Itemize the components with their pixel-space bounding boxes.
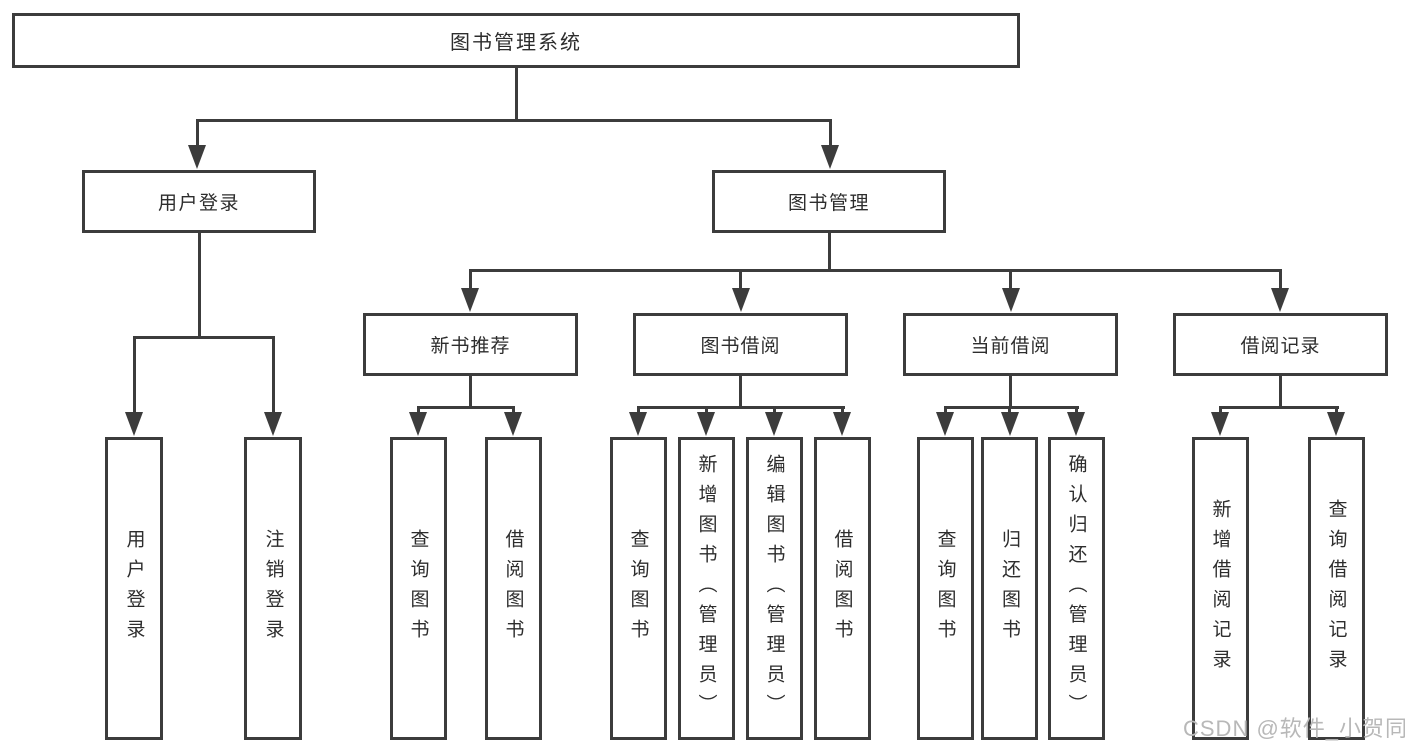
leaf-br-query-record: 查询借阅记录 bbox=[1307, 437, 1365, 740]
connector-new-book-stem bbox=[469, 376, 472, 408]
connector-drop-new-book-recommend bbox=[468, 268, 472, 293]
leaf-cb-return-books: 归还图书 bbox=[981, 437, 1038, 740]
node-book-borrowing: 图书借阅 bbox=[633, 313, 848, 376]
arrowhead-current-borrowing bbox=[1001, 288, 1020, 312]
leaf-bb-borrow-books: 借阅图书 bbox=[813, 437, 871, 740]
arrowhead-borrowing-records bbox=[1271, 288, 1289, 312]
connector-drop-current-borrowing bbox=[1009, 268, 1012, 293]
node-label: 图书管理系统 bbox=[450, 32, 582, 54]
leaf-label: 注销登录 bbox=[262, 528, 284, 649]
connector-level2-horizontal bbox=[468, 268, 1282, 272]
node-book-management: 图书管理 bbox=[712, 170, 946, 233]
leaf-bb-add-books-admin: 新增图书（管理员） bbox=[677, 437, 735, 740]
connector-drop-br-query bbox=[1334, 405, 1338, 415]
arrowhead-cb-confirm bbox=[1067, 412, 1085, 436]
connector-drop-leaf-user-login bbox=[132, 335, 136, 415]
leaf-label: 查询借阅记录 bbox=[1325, 498, 1347, 679]
arrowhead-nb-query bbox=[409, 412, 427, 436]
leaf-cb-confirm-return-admin: 确认归还（管理员） bbox=[1047, 437, 1105, 740]
leaf-user-login: 用户登录 bbox=[105, 437, 163, 740]
leaf-label: 新增图书（管理员） bbox=[695, 453, 717, 724]
node-label: 借阅记录 bbox=[1240, 336, 1321, 357]
connector-records-horizontal bbox=[1218, 405, 1339, 409]
connector-drop-bb-add bbox=[704, 405, 708, 415]
connector-user-login-stem bbox=[197, 233, 201, 337]
connector-drop-borrowing-records bbox=[1278, 268, 1282, 293]
connector-drop-bb-query bbox=[636, 405, 640, 415]
connector-current-horizontal bbox=[943, 405, 1079, 409]
node-label: 当前借阅 bbox=[970, 336, 1051, 357]
leaf-cb-query-books: 查询图书 bbox=[916, 437, 974, 740]
arrowhead-bb-add bbox=[697, 412, 715, 436]
leaf-label: 新增借阅记录 bbox=[1209, 498, 1231, 679]
node-label: 图书管理 bbox=[787, 193, 870, 214]
leaf-bb-query-books: 查询图书 bbox=[609, 437, 667, 740]
arrowhead-book-borrowing bbox=[731, 288, 750, 312]
connector-drop-book-management bbox=[828, 118, 832, 151]
leaf-bb-edit-books-admin: 编辑图书（管理员） bbox=[745, 437, 803, 740]
arrowhead-user-login bbox=[188, 145, 206, 169]
connector-user-login-horizontal bbox=[132, 335, 275, 339]
arrowhead-cb-return bbox=[1000, 412, 1019, 436]
leaf-logout-login: 注销登录 bbox=[244, 437, 302, 740]
leaf-label: 查询图书 bbox=[627, 528, 649, 649]
leaf-label: 查询图书 bbox=[934, 528, 956, 649]
arrowhead-bb-edit bbox=[765, 412, 783, 436]
node-label: 图书借阅 bbox=[700, 336, 781, 357]
leaf-label: 确认归还（管理员） bbox=[1065, 453, 1087, 724]
leaf-nb-borrow-books: 借阅图书 bbox=[484, 437, 542, 740]
connector-records-stem bbox=[1279, 376, 1282, 408]
arrowhead-nb-borrow bbox=[504, 412, 522, 436]
arrowhead-book-management bbox=[821, 145, 839, 169]
node-library-management-system: 图书管理系统 bbox=[12, 13, 1020, 68]
arrowhead-bb-query bbox=[629, 412, 647, 436]
connector-root-stem bbox=[514, 68, 518, 120]
connector-borrowing-horizontal bbox=[636, 405, 845, 409]
connector-drop-bb-borrow bbox=[840, 405, 844, 415]
leaf-nb-query-books: 查询图书 bbox=[389, 437, 447, 740]
connector-new-book-horizontal bbox=[416, 405, 515, 409]
connector-drop-user-login bbox=[195, 118, 199, 151]
connector-drop-cb-query bbox=[943, 405, 947, 415]
node-label: 用户登录 bbox=[157, 193, 240, 214]
arrowhead-br-add bbox=[1211, 412, 1229, 436]
connector-book-management-stem bbox=[827, 233, 831, 270]
arrowhead-br-query bbox=[1327, 412, 1345, 436]
arrowhead-bb-borrow bbox=[833, 412, 851, 436]
leaf-label: 编辑图书（管理员） bbox=[763, 453, 785, 724]
csdn-watermark: CSDN @软件_小贺同学 bbox=[1183, 716, 1405, 741]
leaf-label: 借阅图书 bbox=[502, 528, 524, 649]
connector-current-stem bbox=[1009, 376, 1012, 408]
leaf-label: 查询图书 bbox=[407, 528, 429, 649]
connector-drop-cb-return bbox=[1008, 405, 1011, 415]
node-user-login: 用户登录 bbox=[82, 170, 316, 233]
arrowhead-new-book-recommend bbox=[461, 288, 479, 312]
node-current-borrowing: 当前借阅 bbox=[903, 313, 1118, 376]
arrowhead-leaf-logout bbox=[264, 412, 282, 436]
node-borrowing-records: 借阅记录 bbox=[1173, 313, 1388, 376]
connector-drop-leaf-logout bbox=[271, 335, 275, 415]
connector-drop-cb-confirm bbox=[1074, 405, 1078, 415]
leaf-br-add-record: 新增借阅记录 bbox=[1191, 437, 1249, 740]
connector-drop-bb-edit bbox=[772, 405, 776, 415]
connector-drop-book-borrowing bbox=[739, 268, 742, 293]
node-label: 新书推荐 bbox=[430, 336, 511, 357]
connector-level1-horizontal bbox=[195, 118, 832, 122]
connector-drop-br-add bbox=[1218, 405, 1222, 415]
leaf-label: 归还图书 bbox=[999, 528, 1020, 649]
connector-drop-nb-borrow bbox=[511, 405, 515, 415]
leaf-label: 用户登录 bbox=[123, 528, 145, 649]
arrowhead-leaf-user-login bbox=[125, 412, 143, 436]
arrowhead-cb-query bbox=[936, 412, 954, 436]
leaf-label: 借阅图书 bbox=[831, 528, 853, 649]
connector-borrowing-stem bbox=[739, 376, 742, 408]
connector-drop-nb-query bbox=[416, 405, 420, 415]
node-new-book-recommend: 新书推荐 bbox=[363, 313, 578, 376]
